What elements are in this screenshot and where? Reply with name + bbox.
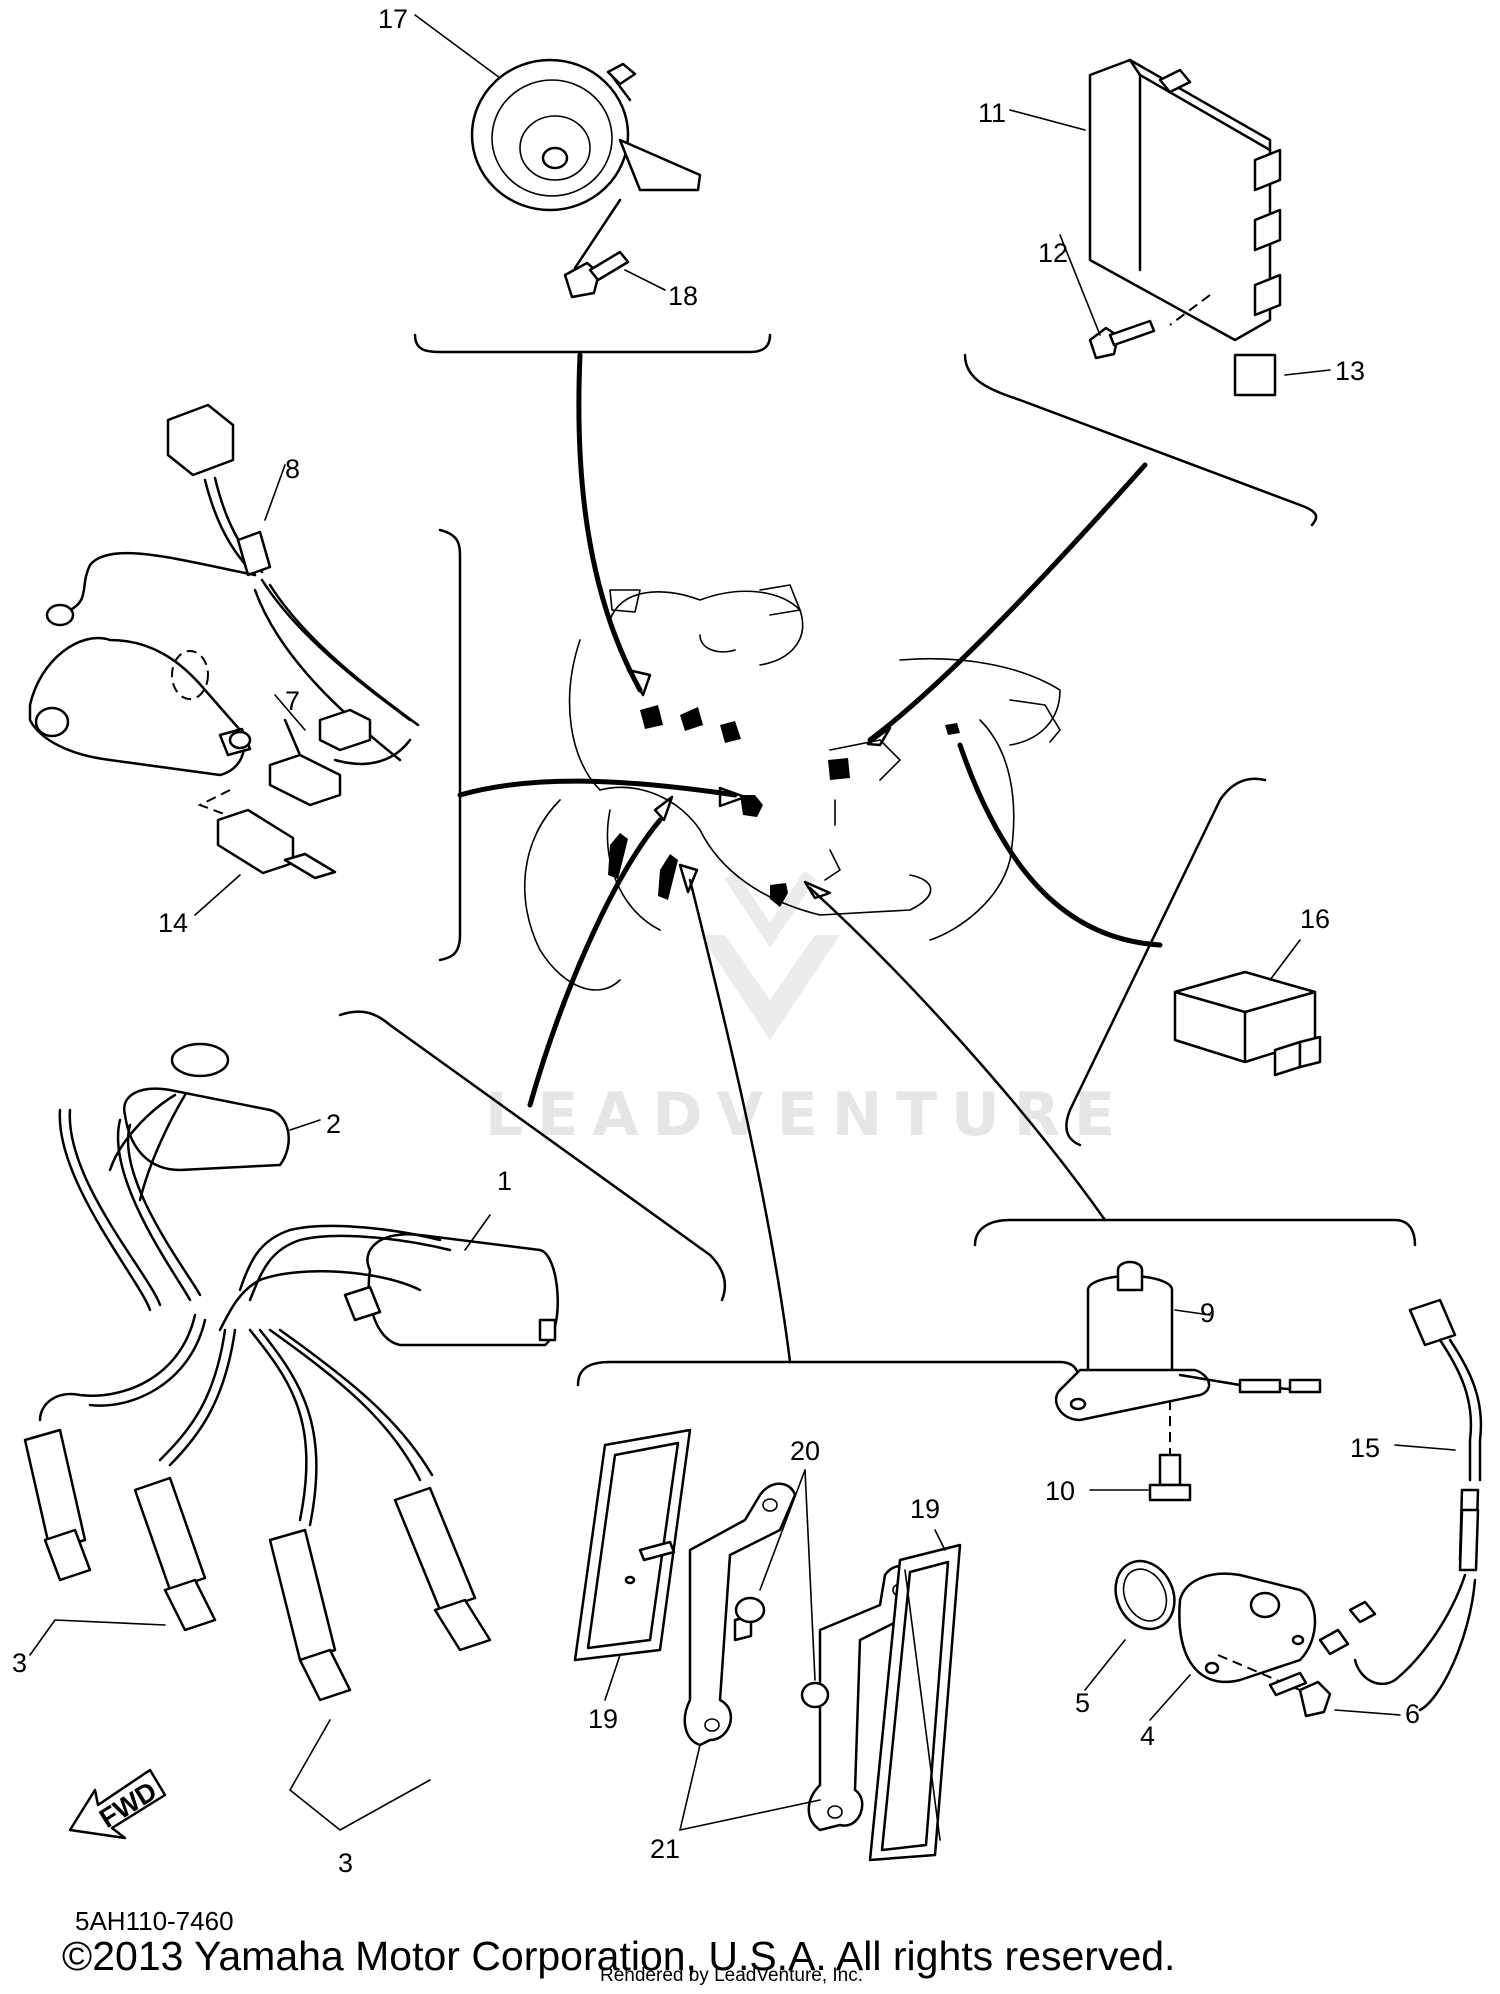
rendered-by-credit: Rendered by LeadVenture, Inc. — [600, 1965, 864, 1986]
motorcycle-outline — [523, 584, 1061, 991]
ignition-coil-part — [23, 1042, 559, 1831]
diagram-code: 5AH110-7460 — [75, 1906, 234, 1936]
callout-labels: 17 18 11 12 13 8 7 14 16 2 1 3 3 9 10 15… — [12, 4, 1420, 1878]
callout-4: 4 — [1140, 1721, 1155, 1751]
callout-18: 18 — [668, 281, 698, 311]
callout-14: 14 — [158, 908, 188, 938]
relay-part — [1173, 939, 1322, 1077]
fwd-arrow-icon: FWD — [68, 1768, 167, 1840]
callout-8: 8 — [285, 454, 300, 484]
callout-9: 9 — [1200, 1298, 1215, 1328]
callout-2: 2 — [326, 1109, 341, 1139]
svg-text:LEADVENTURE: LEADVENTURE — [485, 1080, 1129, 1150]
callout-21: 21 — [650, 1834, 680, 1864]
callout-17: 17 — [378, 4, 408, 34]
leadventure-watermark: LEADVENTURE — [485, 871, 1129, 1150]
callout-19-right: 19 — [910, 1494, 940, 1524]
callout-10: 10 — [1045, 1476, 1075, 1506]
callout-15: 15 — [1350, 1433, 1380, 1463]
sensor-base-part — [1084, 1559, 1401, 1721]
callout-6: 6 — [1405, 1699, 1420, 1729]
horn-part — [414, 14, 702, 299]
callout-3-left: 3 — [12, 1648, 27, 1678]
sensor-part — [1054, 1260, 1322, 1502]
callout-20: 20 — [790, 1436, 820, 1466]
sensor-lead-part — [1318, 1298, 1483, 1712]
reflector-brackets-part — [573, 1428, 962, 1862]
callout-13: 13 — [1335, 356, 1365, 386]
callout-1: 1 — [497, 1166, 512, 1196]
callout-16: 16 — [1300, 904, 1330, 934]
callout-5: 5 — [1075, 1688, 1090, 1718]
callout-7: 7 — [285, 686, 300, 716]
callout-19-left: 19 — [588, 1704, 618, 1734]
callout-12: 12 — [1038, 238, 1068, 268]
callout-3-bottom: 3 — [338, 1848, 353, 1878]
leader-lines — [338, 333, 1417, 1387]
copyright-notice: ©2013 Yamaha Motor Corporation, U.S.A. A… — [62, 1933, 1176, 1979]
switch-harness-part — [28, 403, 420, 916]
ecu-part — [1009, 58, 1331, 397]
callout-11: 11 — [978, 98, 1006, 128]
